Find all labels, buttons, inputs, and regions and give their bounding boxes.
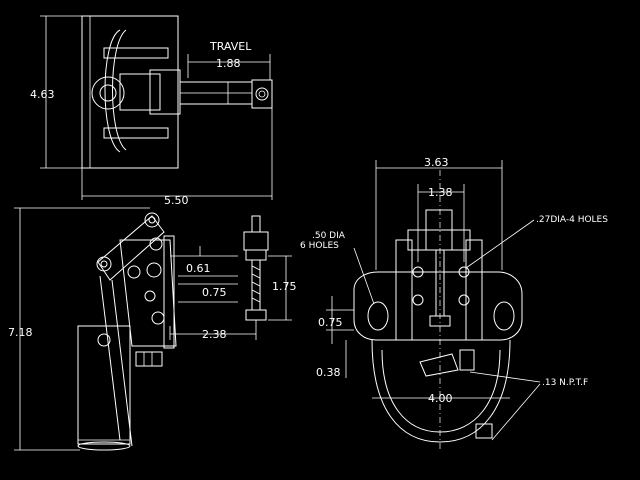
dimension-1-38: 1.38 xyxy=(428,186,453,199)
front-view-width-dimension: 3.63 xyxy=(424,156,449,169)
dimension-0-38: 0.38 xyxy=(316,366,341,379)
top-view: TRAVEL 1.88 4.63 5.50 xyxy=(30,15,273,207)
dimension-0-75-side: 0.75 xyxy=(202,286,227,299)
nptf-callout: .13 N.P.T.F xyxy=(542,378,588,388)
side-view: 0.61 0.75 1.75 2.38 7.18 xyxy=(8,207,297,451)
dimension-1-75: 1.75 xyxy=(272,280,297,293)
front-view: 3.63 1.38 .50 DIA 6 HOLES .27DIA-4 HOLES… xyxy=(300,156,608,450)
dimension-0-75-front: 0.75 xyxy=(318,316,343,329)
holes-50-dia-line2: 6 HOLES xyxy=(300,241,339,251)
travel-dimension: 1.88 xyxy=(216,57,241,70)
top-view-width-dimension: 5.50 xyxy=(164,194,189,207)
holes-27-dia: .27DIA-4 HOLES xyxy=(536,215,608,225)
dimension-2-38: 2.38 xyxy=(202,328,227,341)
side-view-height-dimension: 7.18 xyxy=(8,326,33,339)
dimension-4-00: 4.00 xyxy=(428,392,453,405)
dimension-0-61: 0.61 xyxy=(186,262,211,275)
top-view-height-dimension: 4.63 xyxy=(30,88,55,101)
travel-label: TRAVEL xyxy=(209,40,252,53)
holes-50-dia-line1: .50 DIA xyxy=(312,231,346,241)
